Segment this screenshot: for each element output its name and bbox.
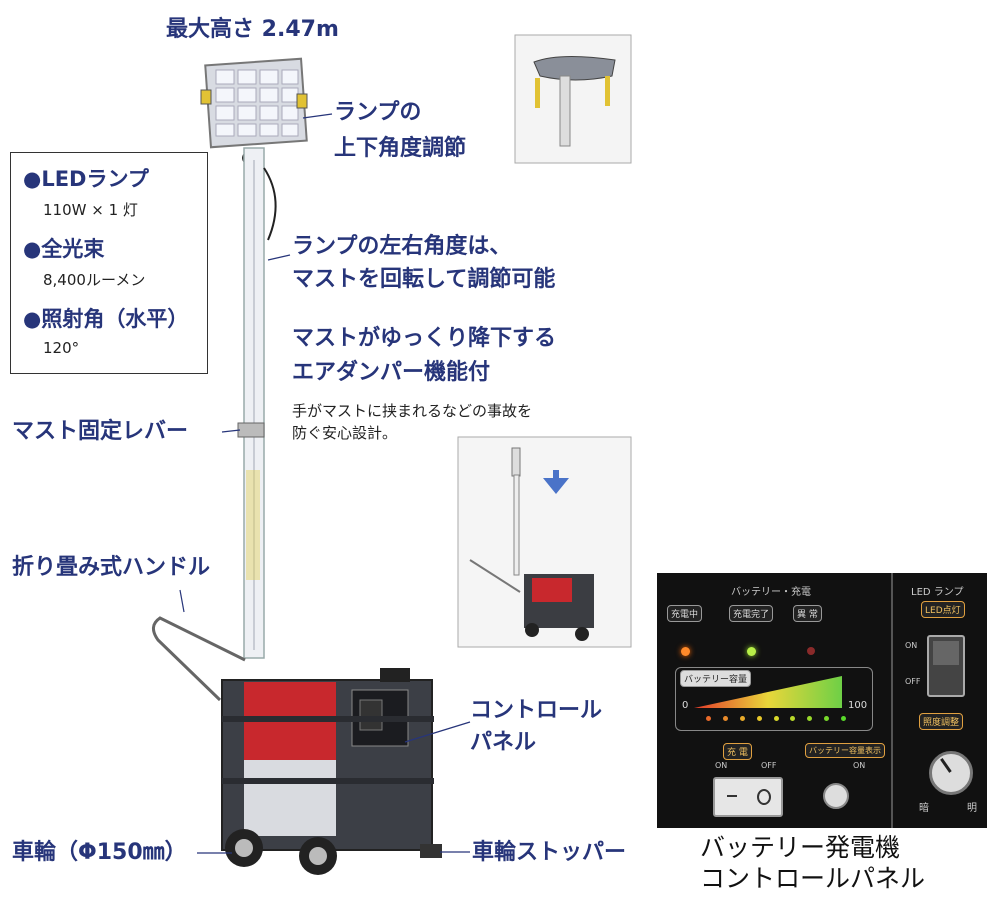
level-display-on-label: ON xyxy=(853,761,866,770)
max-height-label: 最大高さ 2.47m xyxy=(166,17,339,42)
mast-lever-label: マスト固定レバー xyxy=(12,419,189,444)
level-display-label: バッテリー容量表示 xyxy=(805,743,885,758)
damper-note-line1: 手がマストに挟まれるなどの事故を xyxy=(292,402,533,420)
charge-rocker-switch[interactable] xyxy=(713,777,783,817)
dimmer-dark-label: 暗 xyxy=(919,803,929,814)
lamp-tilt-label-line1: ランプの xyxy=(334,100,422,125)
dimmer-knob[interactable] xyxy=(929,751,973,795)
lamp-tilt-label-line2: 上下角度調節 xyxy=(334,136,467,161)
panel-caption-line1: バッテリー発電機 xyxy=(700,833,901,862)
lamp-thumbnail xyxy=(514,34,632,164)
led-rocker-switch[interactable] xyxy=(927,635,965,697)
error-led-icon xyxy=(807,647,815,655)
battery-level-label: バッテリー容量 xyxy=(680,670,752,687)
generator-body xyxy=(221,668,434,851)
control-panel: バッテリー・充電 LED ランプ 充電中 充電完了 異 常 バッテリー容量 0 … xyxy=(657,573,987,828)
charge-switch-label: 充 電 xyxy=(723,743,752,760)
spec-box: ●LEDランプ 110W × 1 灯 ●全光束 8,400ルーメン ●照射角（水… xyxy=(10,152,208,374)
folding-handle xyxy=(152,616,246,702)
charging-led-icon xyxy=(681,647,690,656)
scale-max: 100 xyxy=(848,700,868,711)
handle-label: 折り畳み式ハンドル xyxy=(12,555,211,580)
wheel-label: 車輪（Φ150㎜） xyxy=(12,840,187,865)
damper-note-line2: 防ぐ安心設計。 xyxy=(292,424,398,442)
wheel-stopper-label: 車輪ストッパー xyxy=(472,840,627,865)
damper-label-line2: エアダンパー機能付 xyxy=(292,360,491,385)
level-display-button[interactable] xyxy=(823,783,849,809)
error-indicator-label: 異 常 xyxy=(793,605,822,622)
panel-caption-line2: コントロールパネル xyxy=(700,864,926,893)
led-off-label: OFF xyxy=(905,677,921,686)
beam-angle-value: 120° xyxy=(43,339,80,357)
charging-indicator-label: 充電中 xyxy=(667,605,703,622)
beam-angle-heading: ●照射角（水平） xyxy=(23,307,189,331)
led-lamp-heading: ●LEDランプ xyxy=(23,167,149,191)
level-led-row xyxy=(706,716,846,722)
lamp-pan-label-line1: ランプの左右角度は、 xyxy=(292,234,512,259)
luminous-flux-value: 8,400ルーメン xyxy=(43,271,146,289)
mast xyxy=(237,147,277,659)
lamp-pan-label-line2: マストを回転して調節可能 xyxy=(292,267,556,292)
luminous-flux-heading: ●全光束 xyxy=(23,237,105,261)
led-lamp-heading-panel: LED ランプ xyxy=(911,587,964,598)
battery-level-meter: バッテリー容量 0 100 xyxy=(675,667,873,731)
scale-min: 0 xyxy=(682,700,689,711)
charged-led-icon xyxy=(747,647,756,656)
lowered-mast-thumbnail xyxy=(457,436,632,648)
battery-charge-heading: バッテリー・充電 xyxy=(731,587,811,598)
battery-gradient-wedge xyxy=(694,676,842,708)
dimmer-bright-label: 明 xyxy=(967,803,977,814)
charged-indicator-label: 充電完了 xyxy=(729,605,774,622)
led-lamp-value: 110W × 1 灯 xyxy=(43,201,138,219)
led-on-tag: LED点灯 xyxy=(921,601,965,618)
dimmer-label: 照度調整 xyxy=(919,713,964,730)
panel-caption: バッテリー発電機 コントロールパネル xyxy=(700,832,925,894)
damper-label-line1: マストがゆっくり降下する xyxy=(292,326,557,351)
control-panel-label-line2: パネル xyxy=(470,730,537,755)
control-panel-label-line1: コントロール xyxy=(470,698,603,723)
charge-off-label: OFF xyxy=(761,761,777,770)
lamp-head xyxy=(200,57,308,164)
wheels xyxy=(225,829,442,875)
led-on-label: ON xyxy=(905,641,918,650)
charge-on-label: ON xyxy=(715,761,728,770)
